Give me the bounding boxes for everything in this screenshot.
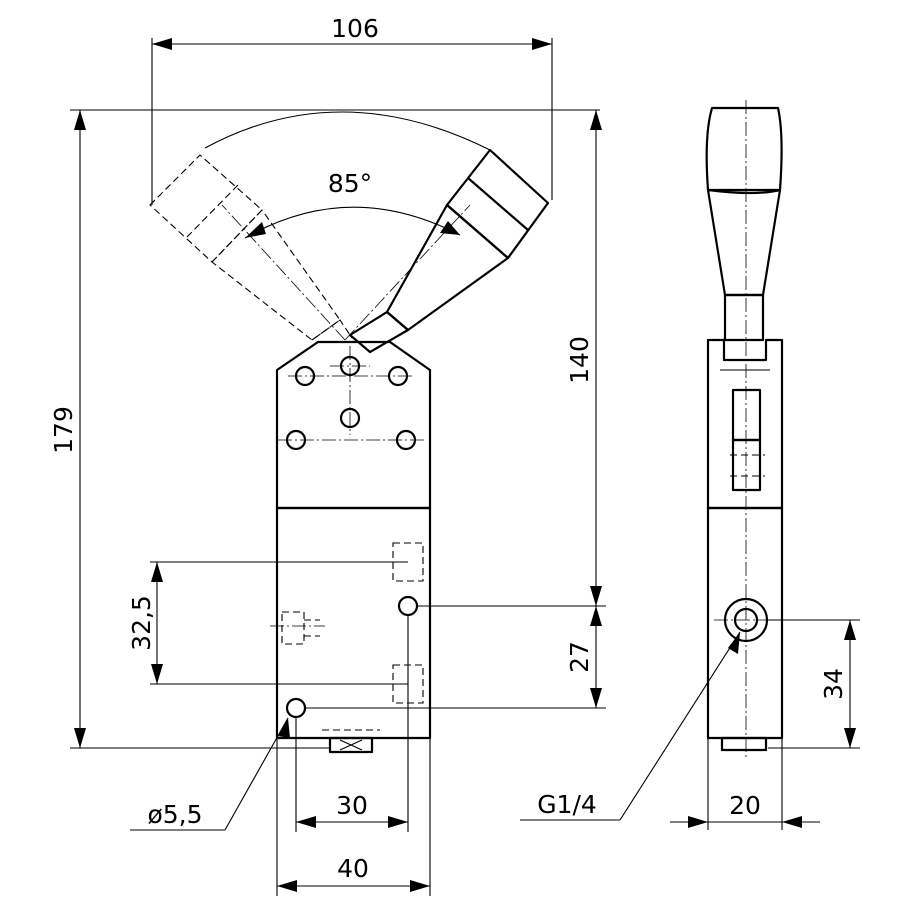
dim-32-5-label: 32,5 [127,595,156,651]
side-bracket [706,338,784,510]
dim-thread: G1/4 [520,631,741,821]
dim-32-5: 32,5 [127,561,408,685]
housing-upper [275,340,432,510]
side-bottom-fitting [720,736,768,752]
mounting-holes-upper [278,346,425,451]
dim-140: 140 [418,110,606,607]
dim-106-label: 106 [331,14,379,43]
dim-34-label: 34 [819,668,848,700]
dim-20: 20 [670,738,820,830]
dim-hole-diameter: ø5,5 [130,717,290,831]
lever-right-position [348,148,550,354]
dim-30-label: 30 [336,791,368,820]
dim-106: 106 [151,14,553,205]
side-knob [705,106,783,195]
dim-27: 27 [306,606,606,709]
side-lever-taper [706,188,782,297]
port-holes-lower [270,542,424,719]
dim-179-label: 179 [49,406,78,454]
dim-85-label: 85° [328,169,372,198]
dim-20-label: 20 [729,791,761,820]
lever-left-position-dashed [149,154,353,341]
front-view [149,111,550,754]
dim-40-label: 40 [337,854,369,883]
side-detent [731,388,762,442]
angle-dimension [221,204,471,341]
side-detent-lower [731,438,762,492]
dim-40: 40 [276,738,431,896]
swing-arc [204,111,491,151]
dim-hole-diameter-label: ø5,5 [147,800,202,829]
side-shaft [723,293,765,342]
dim-140-label: 140 [565,336,594,384]
dim-27-label: 27 [565,641,594,673]
dim-179: 179 [49,110,330,749]
dim-thread-label: G1/4 [537,790,597,819]
bottom-fitting [322,729,380,754]
dim-34: 34 [768,619,860,749]
dim-30: 30 [295,615,409,832]
side-view [705,100,784,760]
side-body-lower [706,506,784,740]
